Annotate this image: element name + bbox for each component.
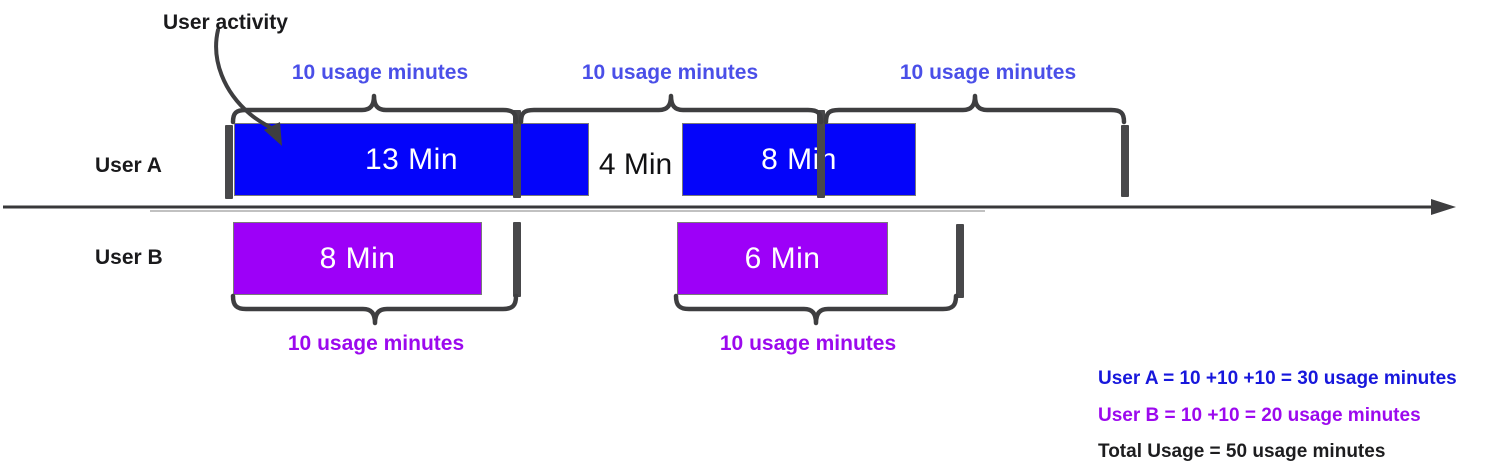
bar-label: 8 Min bbox=[319, 241, 396, 275]
boundary-tick-a-10min bbox=[513, 110, 521, 198]
window-label-a1: 10 usage minutes bbox=[291, 61, 469, 84]
window-label-b2: 10 usage minutes bbox=[719, 332, 897, 355]
bar-label: 8 Min bbox=[761, 142, 837, 176]
user-a-activity-bar-1: 13 Min bbox=[234, 123, 589, 196]
timeline-axis-arrowhead bbox=[1431, 199, 1456, 215]
summary-block: User A = 10 +10 +10 = 30 usage minutes U… bbox=[1098, 361, 1457, 464]
boundary-tick-a-30min bbox=[1121, 125, 1129, 197]
summary-user-b: User B = 10 +10 = 20 usage minutes bbox=[1098, 404, 1421, 426]
brace-a-window-1 bbox=[230, 93, 519, 125]
brace-a-window-2 bbox=[518, 93, 824, 125]
user-activity-label: User activity bbox=[163, 11, 288, 34]
bar-label: 13 Min bbox=[364, 142, 459, 176]
window-label-a3: 10 usage minutes bbox=[899, 61, 1077, 84]
brace-b-window-2 bbox=[673, 293, 959, 326]
window-label-a2: 10 usage minutes bbox=[581, 61, 759, 84]
summary-user-a: User A = 10 +10 +10 = 30 usage minutes bbox=[1098, 368, 1457, 389]
window-label-b1: 10 usage minutes bbox=[287, 332, 465, 355]
brace-a-window-3 bbox=[823, 93, 1127, 125]
user-b-label: User B bbox=[95, 246, 163, 269]
bar-label: 6 Min bbox=[744, 241, 821, 275]
boundary-tick-a-start bbox=[225, 125, 233, 199]
user-a-activity-bar-2: 8 Min bbox=[682, 123, 916, 196]
user-a-label: User A bbox=[95, 154, 162, 177]
boundary-tick-a-20min bbox=[817, 110, 825, 198]
user-b-activity-bar-1: 8 Min bbox=[233, 222, 482, 295]
boundary-tick-b-20min bbox=[956, 224, 964, 298]
summary-total: Total Usage = 50 usage minutes bbox=[1098, 441, 1386, 462]
idle-gap-label: 4 Min bbox=[598, 147, 673, 181]
user-b-activity-bar-2: 6 Min bbox=[677, 222, 888, 295]
boundary-tick-b-10min bbox=[513, 222, 521, 297]
user-activity-arrow bbox=[214, 28, 273, 130]
brace-b-window-1 bbox=[230, 293, 519, 326]
